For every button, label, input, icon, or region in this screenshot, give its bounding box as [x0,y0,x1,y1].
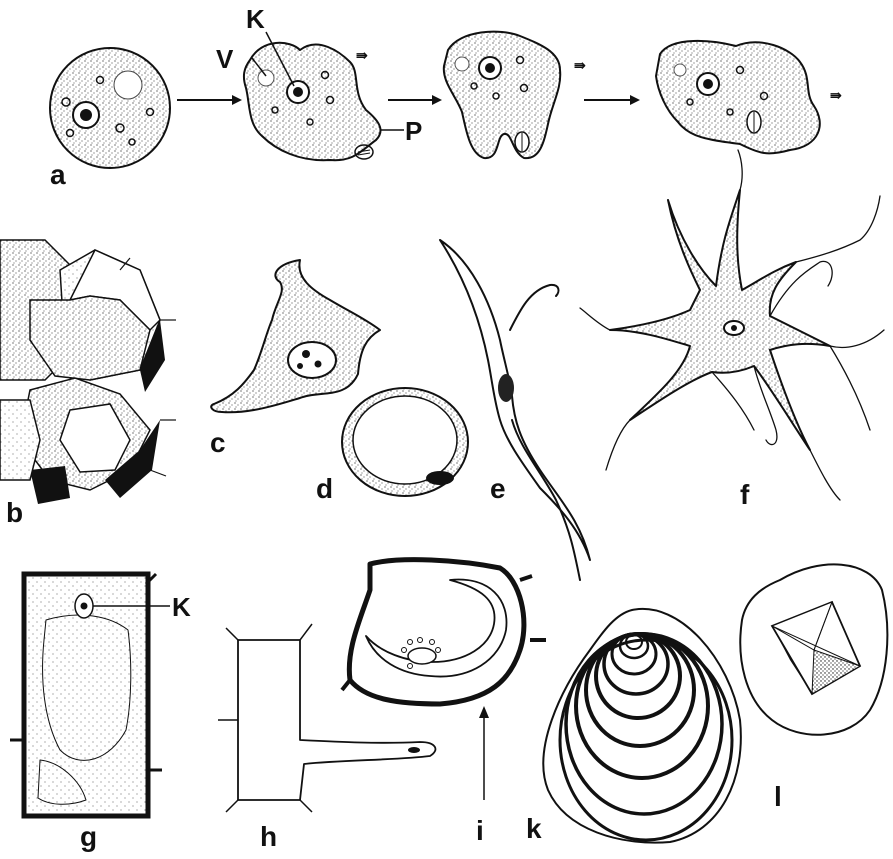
panel-label-b: b [6,497,23,528]
irregular-cell [211,260,380,412]
nucleus [288,342,336,378]
panel-i-cell: i [342,560,546,846]
panel-label-d: d [316,473,333,504]
round-cell [50,48,170,168]
panel-label-g: g [80,821,97,852]
vacuole [114,71,142,99]
label-V: V [216,44,234,74]
arrow-icon [584,95,640,105]
panel-label-f: f [740,479,750,510]
amoeba-cell-3 [444,32,560,159]
panel-label-k: k [526,813,542,844]
panel-label-l: l [774,781,782,812]
panel-b-tissue: b [0,240,176,528]
panel-label-a: a [50,159,66,190]
panel-label-c: c [210,427,226,458]
panel-l-crystal-cell: l [740,564,887,812]
panel-label-i: i [476,815,484,846]
panel-label-e: e [490,473,506,504]
label-K-top: K [246,4,265,34]
panel-label-h: h [260,821,277,852]
arrow-icon [388,95,442,105]
nucleus [498,374,514,402]
panel-e-spindle-cell: e [440,240,590,580]
panel-g-plant-cell: K g [10,574,191,852]
panel-k-starch-grain: k [526,609,741,844]
svg-text:⇛: ⇛ [356,47,368,63]
arrow-icon [177,95,242,105]
label-P: P [405,116,422,146]
label-K-g: K [172,592,191,622]
panel-f-branched-cell: f [580,150,884,510]
arrow-up-icon [479,706,489,800]
nucleus [408,648,436,664]
amoeba-cell-4 [656,41,820,153]
svg-text:⇛: ⇛ [830,87,842,103]
nucleus [426,471,454,485]
panel-a-amoeba-sequence: ⇛ V K P ⇛ ⇛ a [50,4,842,190]
svg-text:⇛: ⇛ [574,57,586,73]
panel-d-ring-cell: d [316,388,468,504]
nucleus [408,747,420,753]
